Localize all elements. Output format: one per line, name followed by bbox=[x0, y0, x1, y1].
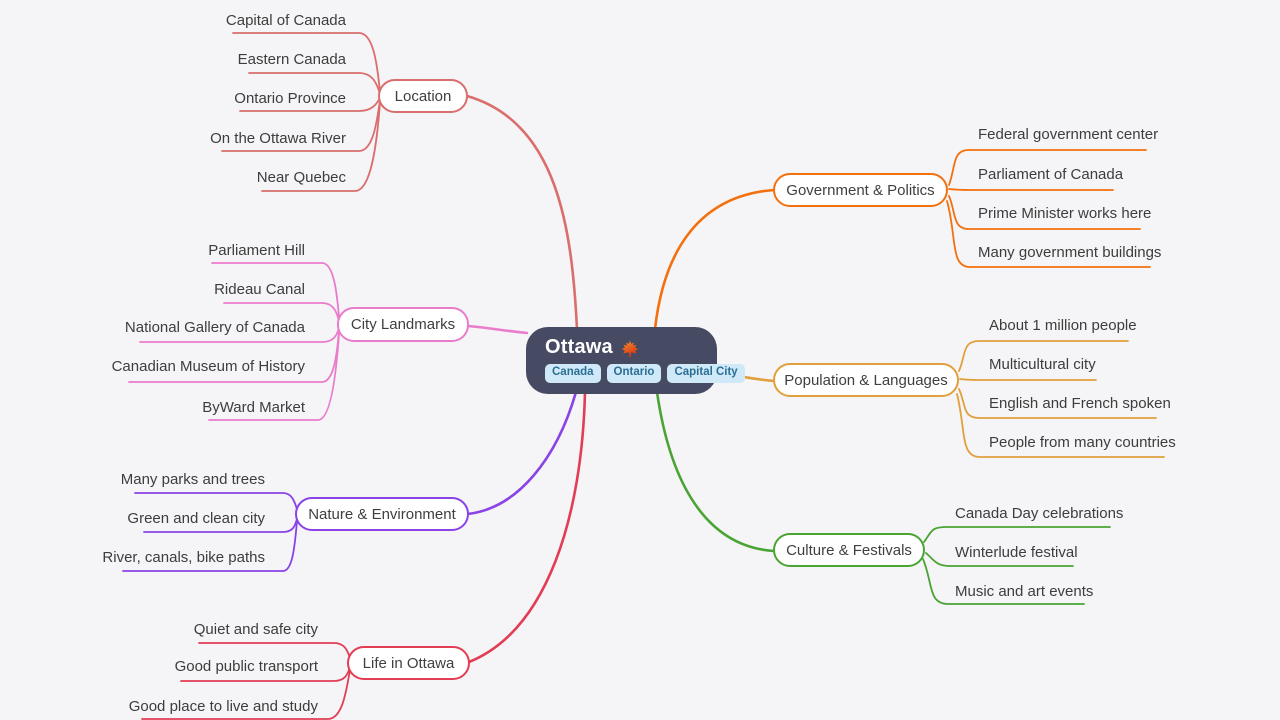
branch-node-life-in-ottawa[interactable]: Life in Ottawa bbox=[347, 646, 470, 680]
leaf-parliament-of-canada[interactable]: Parliament of Canada bbox=[978, 166, 1124, 183]
leaf-multicultural-city[interactable]: Multicultural city bbox=[989, 356, 1096, 373]
branch-node-government-politics[interactable]: Government & Politics bbox=[773, 173, 948, 207]
maple-leaf-icon bbox=[621, 340, 639, 357]
root-tags: Canada Ontario Capital City bbox=[545, 364, 745, 383]
tag-capital-city: Capital City bbox=[667, 364, 745, 383]
leaf-green-and-clean-city[interactable]: Green and clean city bbox=[127, 510, 265, 527]
leaf-national-gallery-of-canada[interactable]: National Gallery of Canada bbox=[124, 319, 305, 336]
leaf-people-from-many-countries[interactable]: People from many countries bbox=[989, 434, 1176, 451]
leaf-canadian-museum-of-history[interactable]: Canadian Museum of History bbox=[111, 358, 305, 375]
link-root-nature bbox=[466, 390, 578, 516]
leaf-winterlude-festival[interactable]: Winterlude festival bbox=[955, 544, 1078, 561]
link-root-government bbox=[653, 188, 776, 331]
leaf-capital-of-canada[interactable]: Capital of Canada bbox=[225, 12, 346, 29]
root-title: Ottawa bbox=[545, 336, 613, 358]
leaf-english-and-french-spoken[interactable]: English and French spoken bbox=[989, 395, 1171, 412]
leaf-eastern-canada[interactable]: Eastern Canada bbox=[237, 51, 346, 68]
tag-ontario: Ontario bbox=[606, 364, 662, 383]
leaf-music-and-art-events[interactable]: Music and art events bbox=[955, 583, 1094, 600]
leaf-byward-market[interactable]: ByWard Market bbox=[202, 399, 305, 416]
leaf-federal-government-center[interactable]: Federal government center bbox=[978, 126, 1159, 143]
branch-node-city-landmarks[interactable]: City Landmarks bbox=[337, 307, 469, 342]
leaf-rideau-canal[interactable]: Rideau Canal bbox=[214, 281, 305, 298]
leaf-parliament-hill[interactable]: Parliament Hill bbox=[208, 242, 305, 259]
leaf-good-place-to-live-and-study[interactable]: Good place to live and study bbox=[128, 698, 318, 715]
leaf-many-government-buildings[interactable]: Many government buildings bbox=[978, 244, 1162, 261]
leaf-good-public-transport[interactable]: Good public transport bbox=[174, 658, 318, 675]
branch-node-culture-festivals[interactable]: Culture & Festivals bbox=[773, 533, 925, 567]
leaf-on-the-ottawa-river[interactable]: On the Ottawa River bbox=[210, 130, 346, 147]
leaf-near-quebec[interactable]: Near Quebec bbox=[256, 169, 346, 186]
link-root-location bbox=[465, 94, 579, 331]
leaf-prime-minister-works-here[interactable]: Prime Minister works here bbox=[978, 205, 1152, 222]
leaf-canada-day-celebrations[interactable]: Canada Day celebrations bbox=[955, 505, 1124, 522]
link-root-life bbox=[467, 390, 587, 664]
leaf-many-parks-and-trees[interactable]: Many parks and trees bbox=[120, 471, 265, 488]
root-node-ottawa[interactable]: Ottawa Canada Ontario Capital City bbox=[526, 327, 745, 394]
root-title-row: Ottawa bbox=[545, 336, 699, 359]
leaf-about-1-million-people[interactable]: About 1 million people bbox=[989, 317, 1137, 334]
link-root-city-landmarks bbox=[466, 324, 529, 335]
leaf-river-canals-bike-paths[interactable]: River, canals, bike paths bbox=[102, 549, 265, 566]
branch-node-nature-environment[interactable]: Nature & Environment bbox=[295, 497, 469, 531]
branch-node-location[interactable]: Location bbox=[378, 79, 468, 113]
leaf-ontario-province[interactable]: Ontario Province bbox=[234, 90, 346, 107]
tag-canada: Canada bbox=[545, 364, 601, 383]
branch-node-population-languages[interactable]: Population & Languages bbox=[773, 363, 959, 397]
leaf-quiet-and-safe-city[interactable]: Quiet and safe city bbox=[193, 621, 318, 638]
link-root-culture bbox=[655, 390, 776, 553]
